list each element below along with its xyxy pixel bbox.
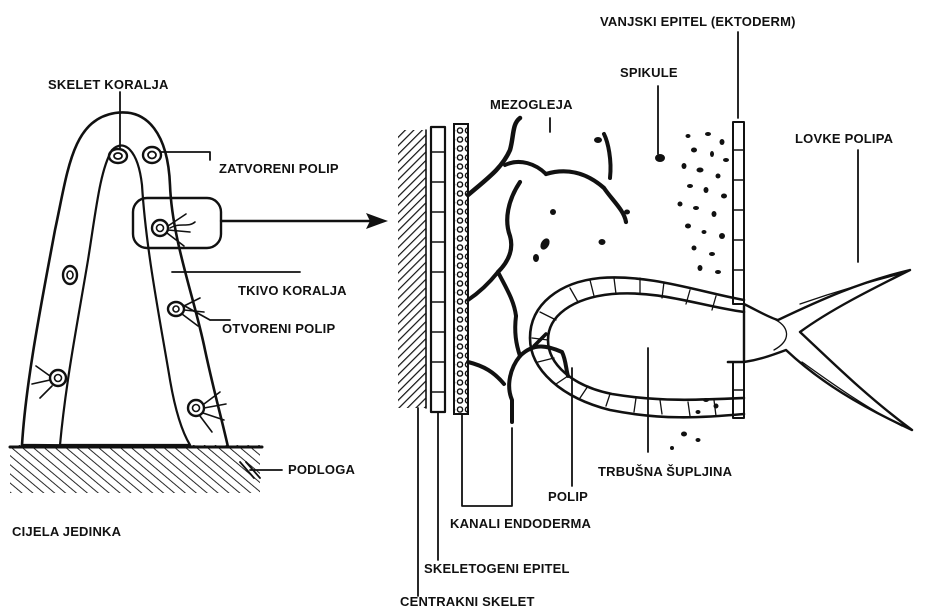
skeletogenic-epithelium: [431, 127, 445, 412]
label-centralni-skelet: CENTRAKNI SKELET: [400, 595, 535, 608]
label-trbusna-supljina: TRBUŠNA ŠUPLJINA: [598, 465, 732, 478]
label-polip: POLIP: [548, 490, 588, 503]
magnified-section: [398, 32, 912, 596]
label-skelet-koralja: SKELET KORALJA: [48, 78, 169, 91]
polyp-body-wall: [530, 277, 744, 417]
label-vanjski-epitel: VANJSKI EPITEL (EKTODERM): [600, 15, 796, 28]
label-kanali-endoderma: KANALI ENDODERMA: [450, 517, 591, 530]
label-zatvoreni-polip: ZATVORENI POLIP: [219, 162, 339, 175]
closed-polyp-right: [143, 147, 161, 163]
label-skeletogeni-epitel: SKELETOGENI EPITEL: [424, 562, 570, 575]
spicules-inner: [533, 137, 665, 262]
central-skeleton: [398, 130, 426, 408]
label-mezogleja: MEZOGLEJA: [490, 98, 573, 111]
label-lovke-polipa: LOVKE POLIPA: [795, 132, 893, 145]
magnification-arrow: [221, 213, 388, 229]
endoderm-bead-column: [454, 124, 468, 414]
label-spikule: SPIKULE: [620, 66, 678, 79]
outer-epithelium: [733, 122, 744, 418]
closed-polyp-left: [63, 266, 77, 284]
label-podloga: PODLOGA: [288, 463, 355, 476]
label-tkivo-koralja: TKIVO KORALJA: [238, 284, 347, 297]
label-cijela-jedinka: CIJELA JEDINKA: [12, 525, 121, 538]
coral-tissue-outline: [22, 112, 228, 447]
polyp-tentacles: [744, 270, 912, 430]
substrate-hatch: [10, 445, 260, 493]
closed-polyp-top: [109, 149, 127, 163]
label-otvoreni-polip: OTVORENI POLIP: [222, 322, 335, 335]
open-polyp-left: [32, 366, 66, 398]
